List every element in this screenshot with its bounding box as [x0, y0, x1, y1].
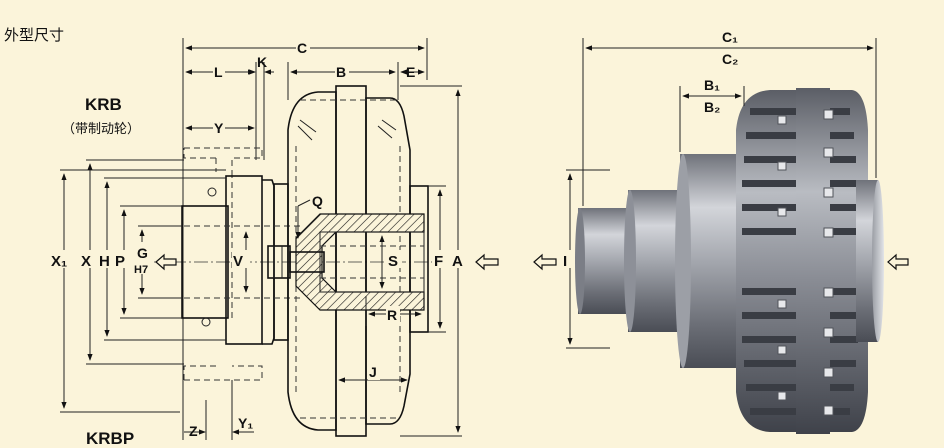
svg-text:Y₁: Y₁	[238, 415, 253, 431]
svg-text:B: B	[336, 64, 346, 80]
shaft-section	[267, 213, 425, 311]
svg-text:H: H	[99, 253, 110, 270]
input-arrow-icon-3d	[533, 253, 557, 271]
dimension-z-y1: Z Y₁	[184, 380, 254, 440]
svg-text:Y: Y	[214, 120, 224, 136]
svg-text:E: E	[406, 64, 415, 80]
krb-label: KRB	[85, 95, 122, 114]
svg-text:S: S	[388, 253, 398, 270]
svg-text:F: F	[434, 253, 443, 270]
housing	[287, 85, 429, 437]
svg-text:I: I	[563, 253, 567, 270]
svg-text:P: P	[115, 253, 125, 270]
svg-text:C: C	[297, 40, 307, 56]
svg-text:X: X	[81, 253, 91, 270]
krbp-label: KRBP	[86, 429, 134, 448]
svg-text:B₂: B₂	[704, 99, 720, 115]
svg-text:H7: H7	[134, 264, 148, 276]
dimension-f-a: F A	[400, 85, 499, 437]
svg-text:C₁: C₁	[722, 29, 738, 45]
dimension-c: C	[182, 38, 428, 440]
page-title: 外型尺寸	[4, 27, 64, 44]
dimension-j: J	[335, 360, 408, 390]
output-arrow-icon-3d	[887, 253, 909, 271]
svg-text:L: L	[214, 64, 223, 80]
dimension-y: Y	[185, 120, 255, 136]
svg-text:C₂: C₂	[722, 51, 738, 67]
vertical-dimensions-left: X₁ X H P G H7	[50, 159, 226, 413]
svg-text:J: J	[369, 364, 377, 380]
dimension-s: S	[379, 235, 402, 289]
svg-text:R: R	[387, 307, 397, 323]
dimension-row-lkbe: L K B E	[185, 54, 425, 160]
svg-text:K: K	[257, 54, 267, 70]
input-arrow-icon	[155, 253, 177, 271]
svg-text:Q: Q	[312, 193, 323, 209]
brake-wheel-outline	[183, 147, 263, 381]
dimension-v: V	[232, 231, 250, 293]
svg-text:X₁: X₁	[51, 253, 67, 270]
svg-text:B₁: B₁	[704, 77, 720, 93]
dimension-r: R	[365, 296, 422, 326]
svg-text:Z: Z	[189, 423, 198, 439]
svg-text:A: A	[452, 253, 463, 270]
coupling-render: I	[533, 29, 909, 434]
output-arrow-icon	[475, 253, 499, 271]
dimension-q: Q	[295, 193, 323, 239]
svg-text:V: V	[233, 253, 243, 270]
krb-sub-label: （带制动轮）	[62, 121, 140, 136]
svg-text:G: G	[137, 245, 148, 261]
